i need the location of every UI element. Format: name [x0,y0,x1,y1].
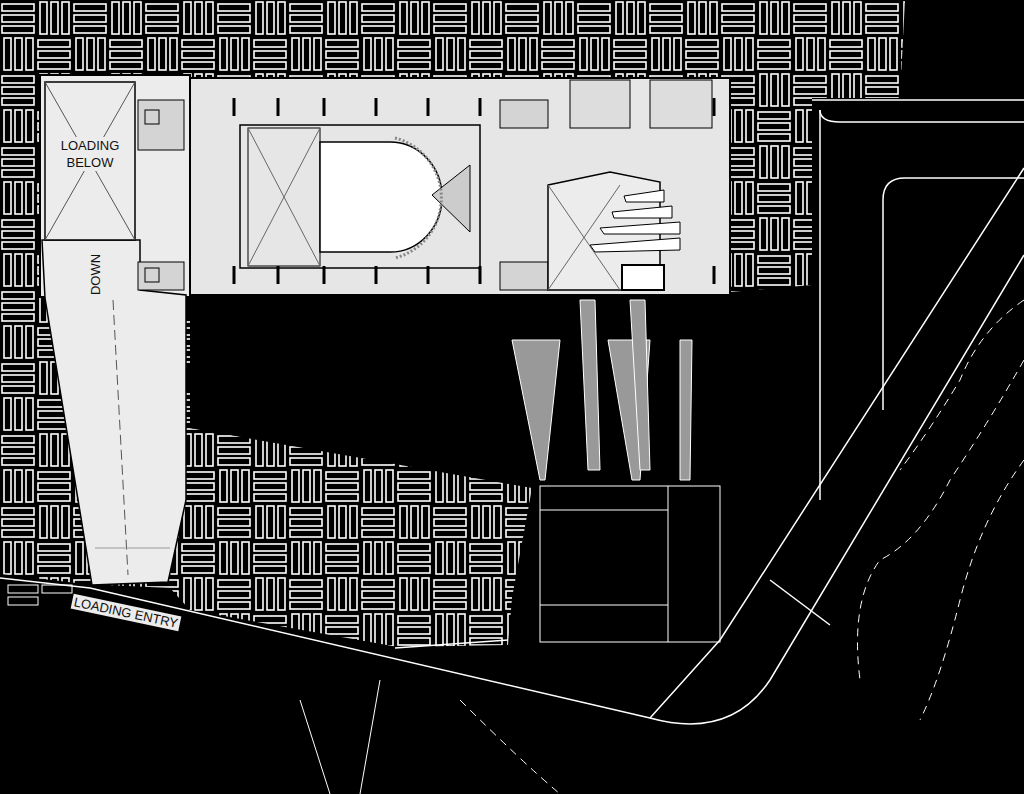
ramp-direction: DOWN [88,252,103,297]
entry-label: LOADING ENTRY [71,594,182,632]
loading-area: LOADING BELOW [45,82,135,240]
area-label: LOADING BELOW [55,137,125,171]
